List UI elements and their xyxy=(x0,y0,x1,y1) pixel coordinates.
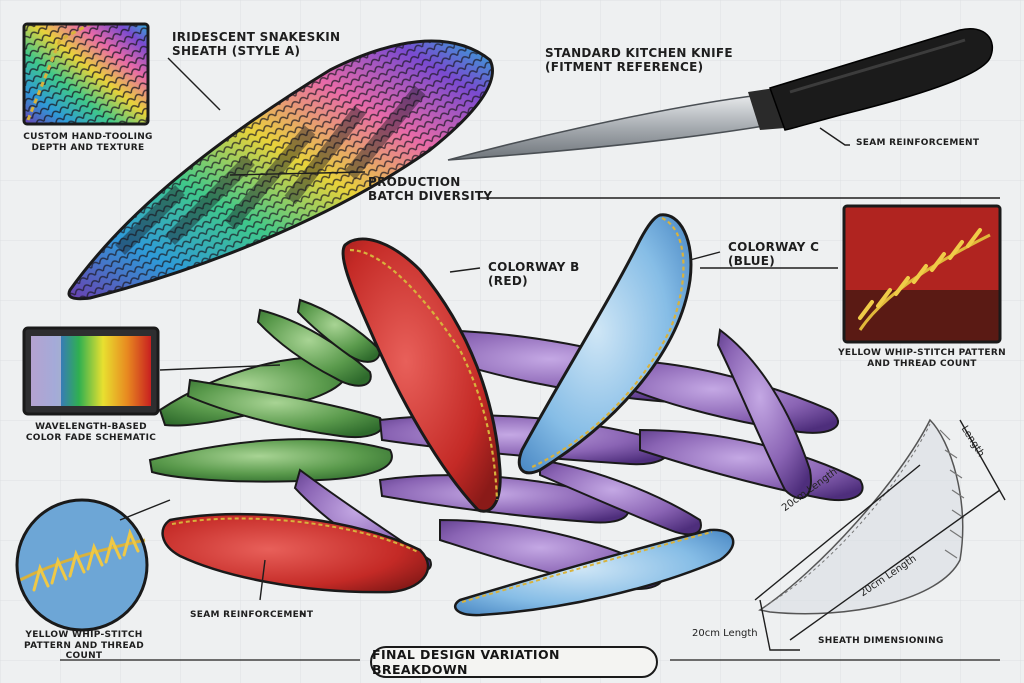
colorway-c-sheath xyxy=(517,213,693,475)
leader-lines xyxy=(60,57,1006,661)
whip-stitch-right-inset xyxy=(842,204,1002,344)
final-title-pill: FINAL DESIGN VARIATION BREAKDOWN xyxy=(370,646,658,678)
whip-stitch-left-inset xyxy=(15,498,149,632)
seam-reinforcement-knife-label: SEAM REINFORCEMENT xyxy=(856,138,980,148)
iridescent-sheath-illustration xyxy=(67,39,494,301)
dimensioned-sheath xyxy=(758,418,965,615)
colorway-b-label: COLORWAY B(RED) xyxy=(488,260,580,289)
seam-reinforcement-red-label: SEAM REINFORCEMENT xyxy=(190,610,314,620)
kitchen-knife-illustration xyxy=(447,28,994,161)
wavelength-inset xyxy=(22,326,160,416)
dimension-text-c: 20cm Length xyxy=(692,628,758,639)
hand-tooling-inset xyxy=(22,22,150,126)
sheath-dimensioning-label: SHEATH DIMENSIONING xyxy=(818,636,944,646)
colorway-b-sheath xyxy=(341,237,502,513)
final-title: FINAL DESIGN VARIATION BREAKDOWN xyxy=(372,647,560,677)
colorway-c-label: COLORWAY C(BLUE) xyxy=(728,240,820,269)
kitchen-knife-label: STANDARD KITCHEN KNIFE(FITMENT REFERENCE… xyxy=(545,46,733,75)
